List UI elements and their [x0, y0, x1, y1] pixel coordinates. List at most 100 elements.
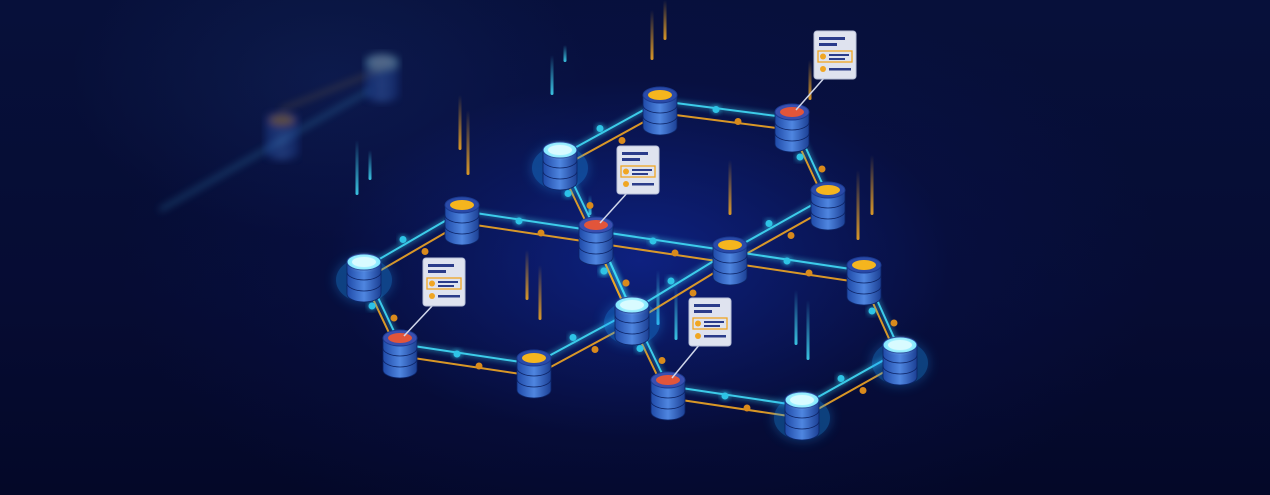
card-line	[622, 158, 640, 161]
link-bead	[721, 392, 729, 400]
link-bead	[368, 302, 376, 310]
data-stream	[806, 300, 810, 360]
link-bead	[399, 236, 407, 243]
data-stream	[355, 140, 359, 195]
data-stream	[650, 10, 654, 60]
check-icon	[429, 280, 435, 287]
card-title-line	[428, 264, 454, 267]
transaction-card	[671, 297, 732, 379]
transaction-card	[403, 257, 466, 337]
check-icon	[695, 320, 701, 327]
card-highlight-row	[817, 50, 853, 63]
check-icon	[820, 53, 826, 60]
link-bead	[475, 362, 483, 370]
transaction-card	[795, 30, 857, 111]
database-node-icon	[382, 329, 418, 379]
link-bead	[649, 237, 657, 245]
data-stream	[728, 160, 732, 215]
database-node-icon	[578, 216, 614, 266]
link-bead	[618, 137, 626, 144]
database-node-icon	[774, 391, 830, 441]
link-bead	[787, 232, 795, 239]
bullet-icon	[820, 66, 826, 72]
bullet-icon	[695, 333, 701, 339]
link-cyan	[667, 385, 803, 407]
link-bead	[421, 248, 429, 255]
check-icon	[623, 168, 629, 175]
link-bead	[636, 345, 644, 352]
link-bead	[689, 289, 697, 297]
data-stream	[458, 95, 462, 150]
falling-data-streams	[355, 0, 874, 360]
card-line	[819, 43, 837, 46]
database-node-icon	[846, 256, 882, 306]
data-stream	[663, 0, 667, 40]
database-node-icon	[712, 236, 748, 286]
data-stream	[656, 270, 660, 325]
database-node-icon	[516, 349, 552, 399]
link-bead	[868, 307, 876, 315]
database-node-icon	[264, 111, 300, 161]
link-bead	[837, 375, 845, 382]
link-amber	[399, 355, 535, 377]
link-bead	[667, 277, 675, 285]
database-node-icon	[604, 296, 660, 346]
link-bead	[712, 106, 720, 113]
data-stream	[674, 285, 678, 340]
database-node-icon	[336, 253, 392, 303]
link-bead	[515, 217, 523, 225]
link-cyan	[595, 230, 731, 252]
database-node-icon	[810, 181, 846, 231]
link-bead	[743, 404, 751, 412]
link-bead	[890, 319, 898, 327]
link-bead	[859, 387, 867, 394]
link-bead	[796, 153, 804, 161]
link-bead	[734, 118, 742, 125]
database-node-icon	[872, 336, 928, 386]
card-title-line	[694, 304, 720, 307]
card-highlight-row	[426, 277, 462, 290]
data-stream	[563, 45, 567, 62]
data-stream	[466, 110, 470, 175]
bullet-icon	[623, 181, 629, 187]
data-stream	[856, 170, 860, 240]
data-stream	[368, 150, 372, 180]
transaction-card	[599, 145, 660, 224]
link-bead	[622, 279, 630, 287]
link-bead	[569, 334, 577, 341]
link-cyan	[399, 343, 535, 365]
link-bead	[818, 165, 826, 173]
link-cyan	[729, 250, 865, 272]
link-amber	[659, 112, 793, 131]
link-bead	[586, 202, 594, 209]
link-amber	[595, 242, 731, 264]
data-stream	[525, 250, 529, 300]
link-bead	[658, 357, 666, 364]
database-node-icon	[444, 196, 480, 246]
link-bead	[390, 314, 398, 322]
data-stream	[550, 55, 554, 95]
link-amber	[729, 262, 865, 284]
database-node-icon	[650, 371, 686, 421]
card-title-line	[622, 152, 648, 155]
link-bead	[783, 257, 791, 265]
link-bead	[671, 249, 679, 257]
database-nodes	[264, 53, 928, 441]
card-line	[694, 310, 712, 313]
link-bead	[537, 229, 545, 237]
link-amber	[461, 222, 597, 244]
card-highlight-row	[620, 165, 656, 178]
link-cyan	[659, 100, 793, 119]
link-bead	[453, 350, 461, 358]
database-node-icon	[774, 103, 810, 153]
link-bead	[596, 125, 604, 132]
data-stream	[808, 60, 812, 100]
data-stream	[538, 265, 542, 320]
data-stream	[794, 290, 798, 345]
link-cyan	[461, 210, 597, 232]
link-bead	[564, 190, 572, 197]
card-line	[428, 270, 446, 273]
link-bead	[600, 267, 608, 275]
